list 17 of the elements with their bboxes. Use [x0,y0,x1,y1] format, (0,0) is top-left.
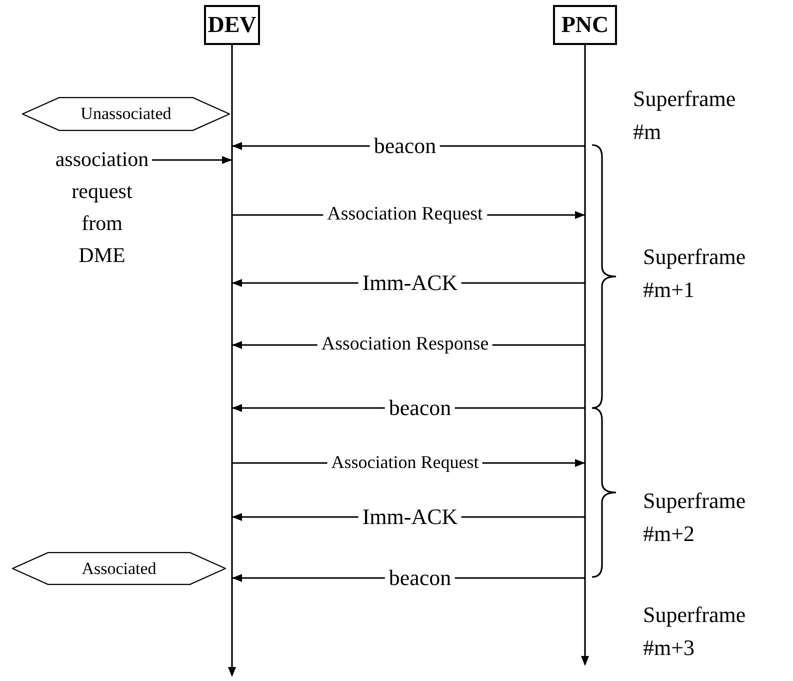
state-label: Associated [82,558,156,578]
superframe-label: Superframe #m+2 [643,487,747,548]
lifeline-arrow [226,45,238,677]
superframe-label: Superframe #m+1 [643,243,747,304]
state-hexagon [22,97,230,131]
state-hexagon [12,552,226,585]
message-label: Association Response [317,334,493,356]
message-label: Association Request [327,453,483,473]
state-label: Unassociated [80,104,172,124]
message-arrow [152,156,232,164]
actor-box: DEV [204,5,260,45]
lifeline-arrow [579,45,591,666]
message-label: Association Request [323,204,487,226]
superframe-label: Superframe #m [633,85,737,146]
event-note: association request from DME [52,143,152,275]
superframe-label: Superframe #m+3 [643,601,747,662]
actor-box: PNC [553,5,617,45]
